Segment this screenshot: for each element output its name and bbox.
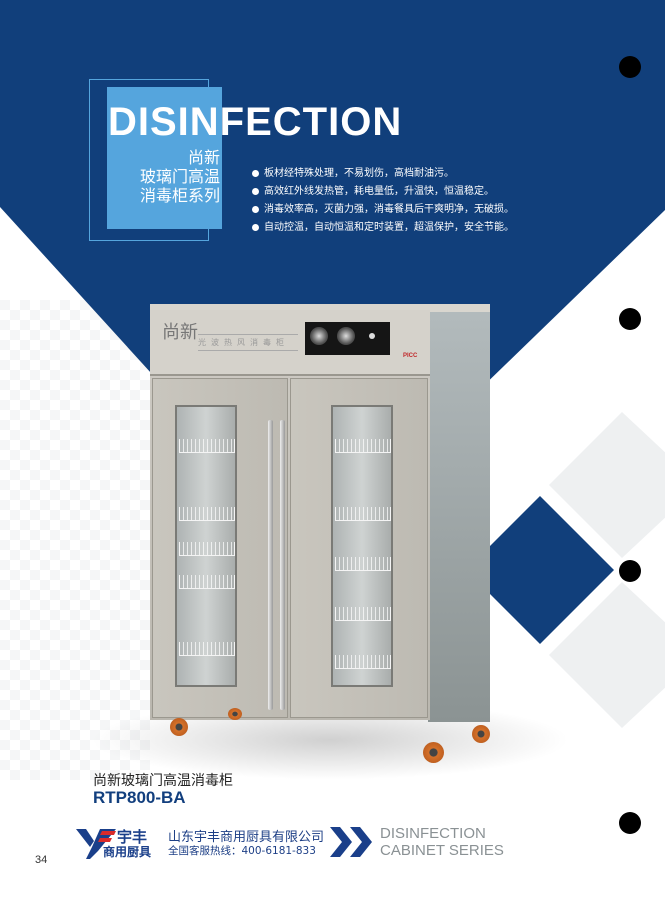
decor-dot xyxy=(619,56,641,78)
bullet-icon xyxy=(252,205,259,213)
double-chevron-icon xyxy=(330,827,372,857)
series-label: DISINFECTION CABINET SERIES xyxy=(380,825,504,859)
brand-logo-icon xyxy=(76,829,116,859)
gray-diamond xyxy=(549,412,665,558)
door-handle xyxy=(268,420,273,710)
feature-text: 消毒效率高，灭菌力强，消毒餐具后干爽明净，无破损。 xyxy=(264,204,514,215)
decor-dot xyxy=(619,812,641,834)
navy-diamond xyxy=(466,496,614,644)
series-label-line: CABINET SERIES xyxy=(380,842,504,859)
cabinet-door-left xyxy=(152,378,288,718)
feature-text: 板材经特殊处理，不易划伤，高档耐油污。 xyxy=(264,168,454,179)
control-knobs xyxy=(305,322,390,355)
caster-wheel-icon xyxy=(228,708,242,720)
gray-diamond xyxy=(549,582,665,728)
company-name: 山东宇丰商用厨具有限公司 xyxy=(168,830,325,845)
door-handle xyxy=(280,420,285,710)
temperature-knob-icon xyxy=(337,327,355,345)
product-model: RTP800-BA xyxy=(93,788,186,807)
cabinet-top xyxy=(150,304,490,312)
series-line: 玻璃门高温 xyxy=(139,167,220,186)
picc-badge: PICC xyxy=(403,353,418,359)
series-label-line: DISINFECTION xyxy=(380,825,486,842)
cabinet-side xyxy=(428,304,490,722)
feature-item: 消毒效率高，灭菌力强，消毒餐具后干爽明净，无破损。 xyxy=(252,202,514,220)
panel-brand: 尚新 xyxy=(162,322,198,343)
caster-wheel-icon xyxy=(170,718,188,736)
feature-item: 自动控温，自动恒温和定时装置，超温保护，安全节能。 xyxy=(252,220,514,238)
logo-brand-text: 宇丰 xyxy=(117,828,148,846)
hotline: 全国客服热线：400-6181-833 xyxy=(168,845,316,857)
door-glass xyxy=(331,405,393,687)
caster-wheel-icon xyxy=(423,742,444,763)
cabinet-door-right xyxy=(290,378,428,718)
product-name: 尚新玻璃门高温消毒柜 xyxy=(93,773,233,789)
series-line: 尚新 xyxy=(187,148,220,167)
door-glass xyxy=(175,405,237,687)
decor-dot xyxy=(619,308,641,330)
feature-item: 高效红外线发热管，耗电量低，升温快，恒温稳定。 xyxy=(252,184,514,202)
caster-wheel-icon xyxy=(472,725,490,743)
feature-list: 板材经特殊处理，不易划伤，高档耐油污。 高效红外线发热管，耗电量低，升温快，恒温… xyxy=(252,166,514,238)
bullet-icon xyxy=(252,223,259,231)
bullet-icon xyxy=(252,169,259,177)
feature-item: 板材经特殊处理，不易划伤，高档耐油污。 xyxy=(252,166,514,184)
title-box xyxy=(107,87,222,229)
feature-text: 高效红外线发热管，耗电量低，升温快，恒温稳定。 xyxy=(264,186,494,197)
page-title: DISINFECTION xyxy=(108,100,403,144)
decor-dot xyxy=(619,560,641,582)
series-title: 尚新 玻璃门高温 消毒柜系列 xyxy=(120,148,220,205)
bullet-icon xyxy=(252,187,259,195)
power-light-icon xyxy=(369,333,375,339)
series-line: 消毒柜系列 xyxy=(139,186,220,205)
page-number: 34 xyxy=(35,854,48,866)
feature-text: 自动控温，自动恒温和定时装置，超温保护，安全节能。 xyxy=(264,222,514,233)
timer-knob-icon xyxy=(310,327,328,345)
logo-sub-text: 商用厨具 xyxy=(103,845,152,859)
panel-slogan: 光波热风消毒柜 xyxy=(198,334,298,351)
